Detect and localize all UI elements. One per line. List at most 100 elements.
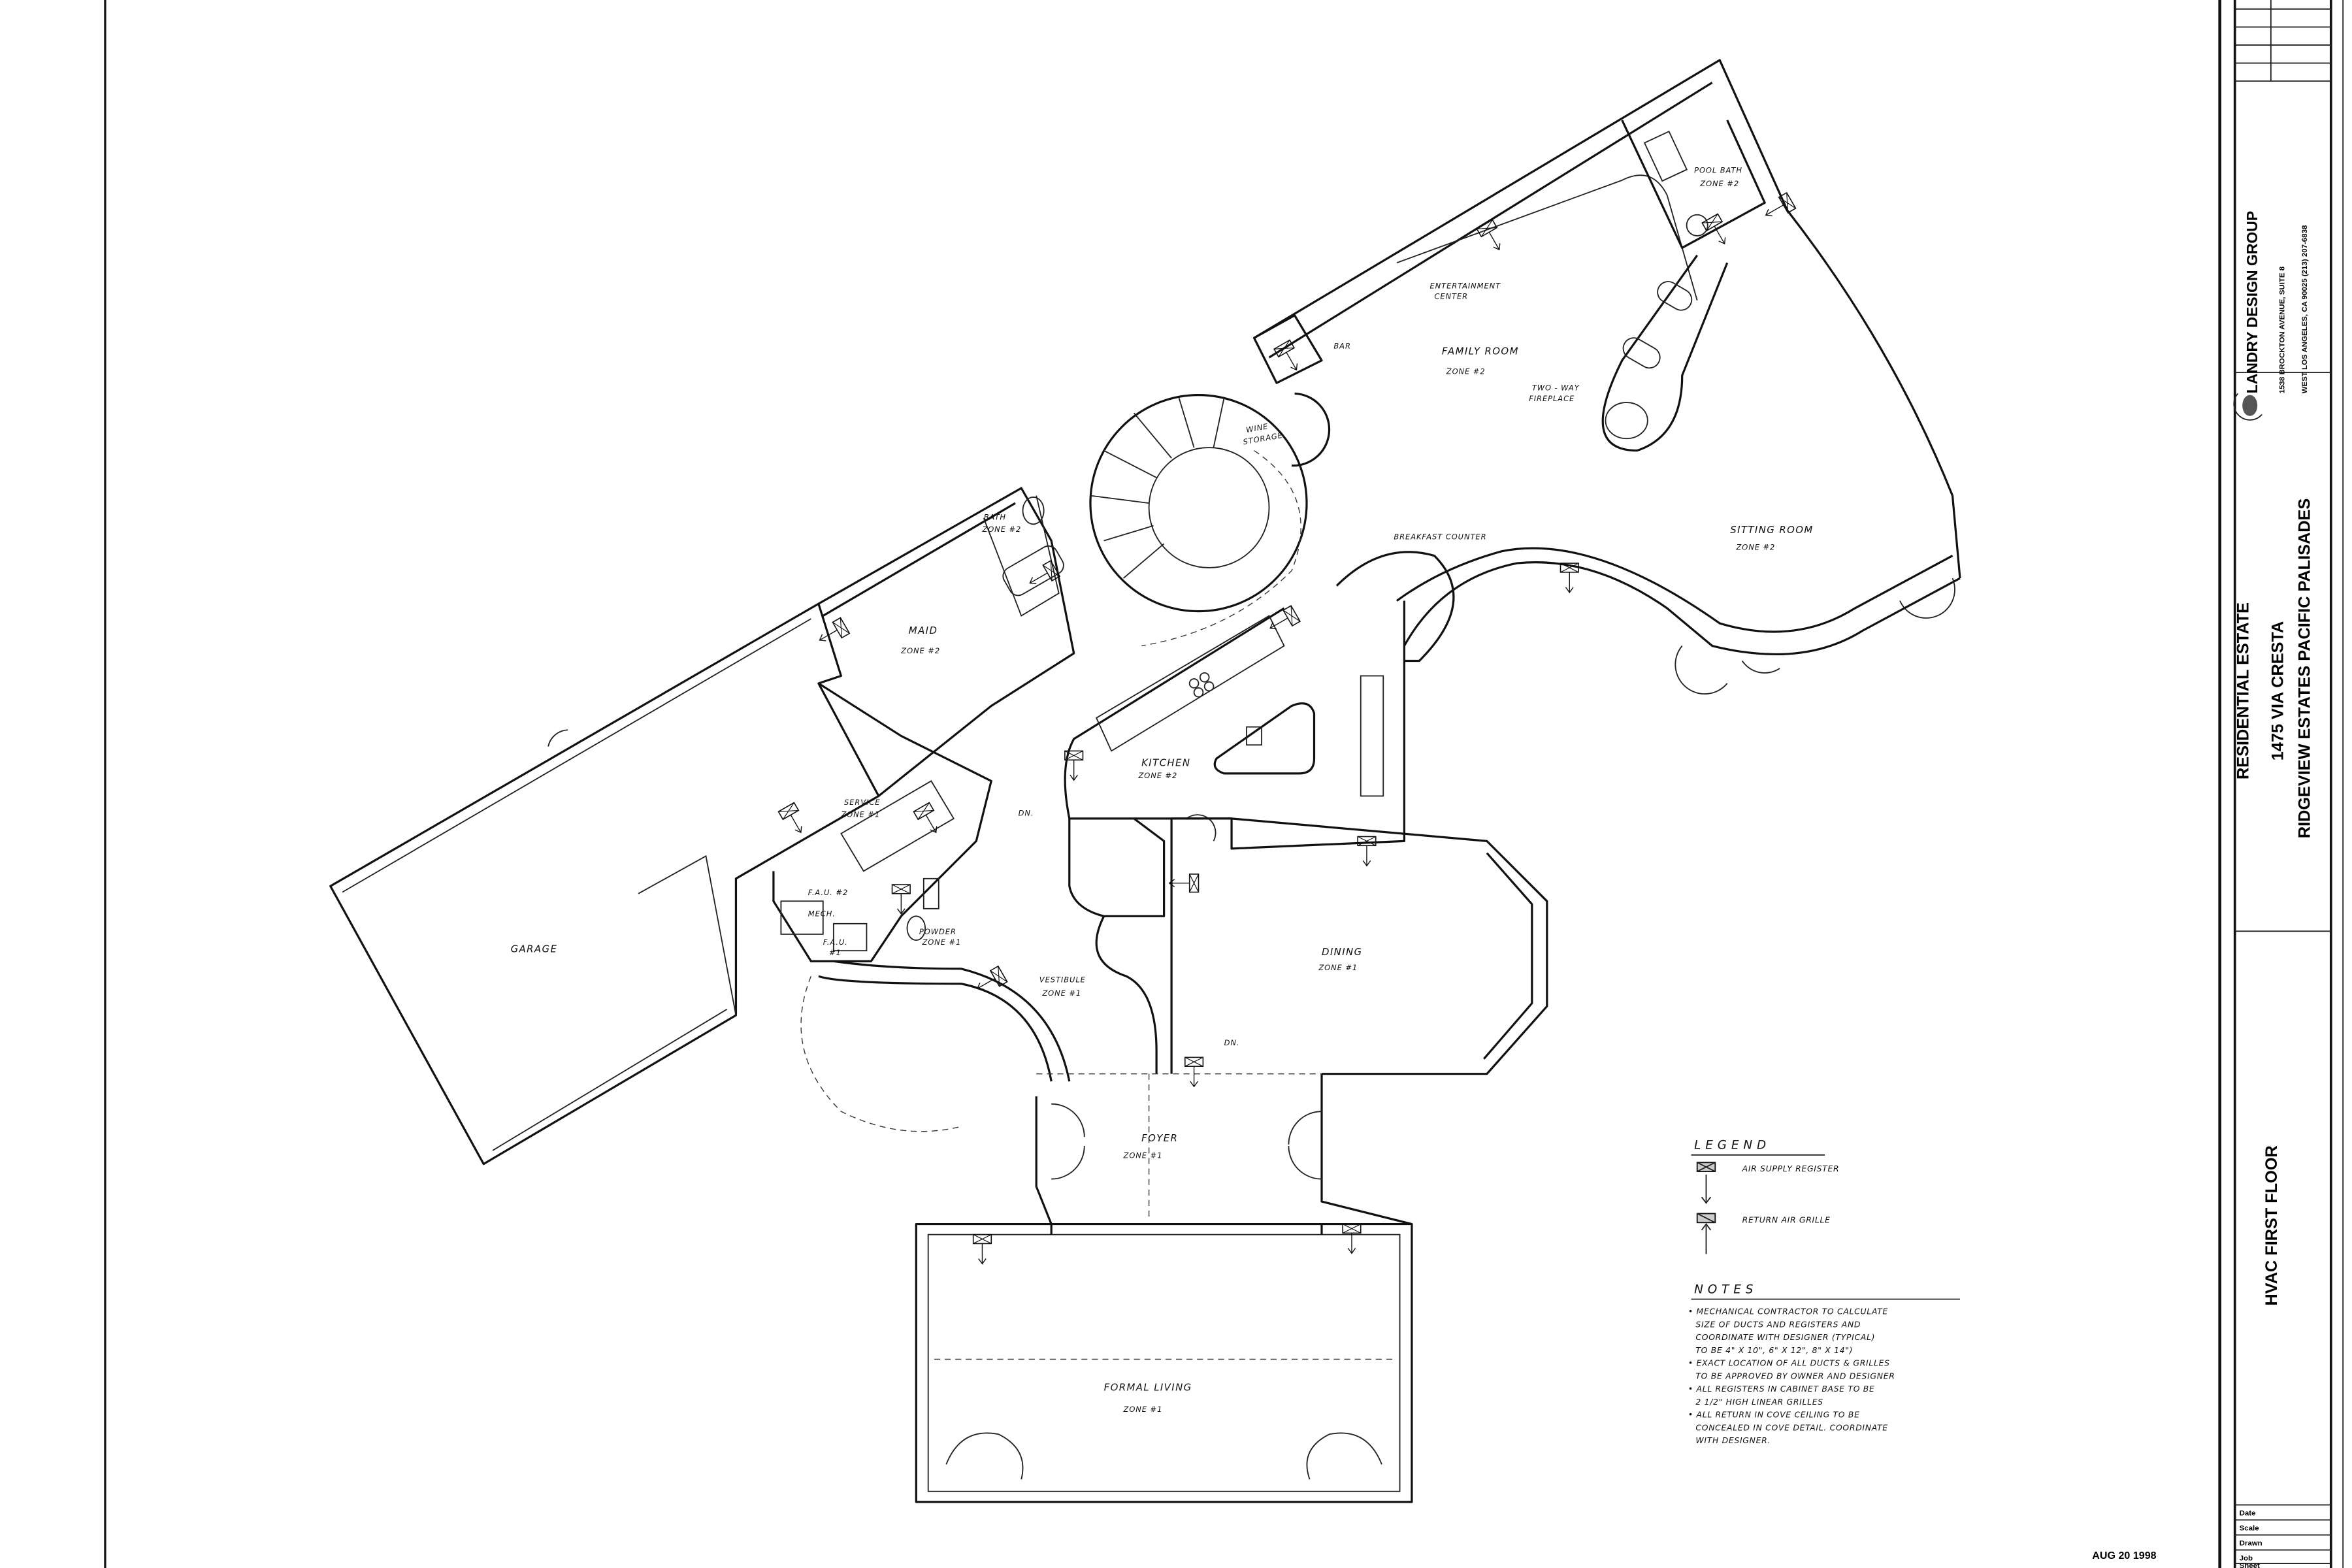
floor-plan xyxy=(329,59,1961,1503)
air-supply-register-icon xyxy=(1273,339,1298,371)
label-vestibule-zone: ZONE #1 xyxy=(1041,988,1081,998)
field-date: Date xyxy=(2240,1510,2256,1518)
label-family-zone: ZONE #2 xyxy=(1446,367,1486,376)
label-formal-living: FORMAL LIVING xyxy=(1104,1382,1192,1394)
note-line: 2 1/2" HIGH LINEAR GRILLES xyxy=(1695,1397,1823,1407)
legend-air-supply-label: AIR SUPPLY REGISTER xyxy=(1742,1164,1840,1173)
note-line: TO BE 4" X 10", 6" X 12", 8" X 14") xyxy=(1695,1345,1853,1355)
notes: NOTES • MECHANICAL CONTRACTOR TO CALCULA… xyxy=(1688,1282,1960,1445)
air-supply-register-icon xyxy=(891,884,911,915)
note-line: WITH DESIGNER. xyxy=(1695,1435,1771,1445)
note-line: • MECHANICAL CONTRACTOR TO CALCULATE xyxy=(1688,1306,1888,1316)
note-line: COORDINATE WITH DESIGNER (TYPICAL) xyxy=(1695,1332,1875,1342)
field-scale: Scale xyxy=(2240,1525,2259,1533)
label-kitchen-zone: ZONE #2 xyxy=(1138,771,1178,780)
air-supply-register-icon xyxy=(1765,191,1797,216)
project-address: 1475 VIA CRESTA xyxy=(2268,621,2287,760)
legend-return-air-label: RETURN AIR GRILLE xyxy=(1742,1215,1831,1224)
label-family-room: FAMILY ROOM xyxy=(1442,346,1519,357)
label-sitting-room: SITTING ROOM xyxy=(1730,524,1813,536)
label-dn-1: DN. xyxy=(1019,808,1034,817)
date-stamp: AUG 20 1998 xyxy=(2092,1550,2156,1561)
label-powder: POWDER xyxy=(919,927,956,936)
air-supply-register-icon xyxy=(1357,836,1377,867)
note-line: • ALL REGISTERS IN CABINET BASE TO BE xyxy=(1688,1384,1875,1394)
firm-address-line-2: WEST LOS ANGELES, CA 90025 (213) 207-683… xyxy=(2301,225,2309,393)
note-line: TO BE APPROVED BY OWNER AND DESIGNER xyxy=(1695,1371,1895,1380)
label-wine: WINE xyxy=(1245,421,1269,434)
air-supply-register-icon xyxy=(1168,874,1200,893)
air-supply-register-icon xyxy=(1269,605,1301,630)
label-bath: BATH xyxy=(984,512,1006,521)
spiral-staircase xyxy=(1089,393,1308,647)
label-sitting-zone: ZONE #2 xyxy=(1735,542,1775,551)
room-labels: GARAGE MAID ZONE #2 BATH ZONE #2 WINE ST… xyxy=(511,165,1813,1414)
air-supply-register-icon xyxy=(1701,213,1726,245)
label-maid: MAID xyxy=(909,625,938,636)
air-supply-register-icon xyxy=(1476,219,1501,251)
label-foyer-zone: ZONE #1 xyxy=(1123,1151,1163,1160)
foyer-walls xyxy=(1035,1073,1413,1226)
legend-title: LEGEND xyxy=(1694,1139,1771,1152)
garage-walls xyxy=(329,602,880,1166)
return-air-grille-icon xyxy=(1696,1213,1716,1254)
air-supply-register-icon xyxy=(1696,1162,1716,1204)
air-supply-register-icon xyxy=(1064,750,1084,781)
label-entertainment-center: CENTER xyxy=(1434,291,1468,301)
field-job: Job xyxy=(2240,1555,2253,1563)
label-mech: MECH. xyxy=(808,909,836,918)
note-line: • ALL RETURN IN COVE CEILING TO BE xyxy=(1688,1410,1860,1420)
air-supply-register-icon xyxy=(1560,563,1579,594)
title-block: LANDRY DESIGN GROUP 1538 BROCKTON AVENUE… xyxy=(2233,0,2331,1568)
label-fireplace-1: TWO - WAY xyxy=(1532,384,1580,393)
legend: LEGEND AIR SUPPLY REGISTER RETURN AIR GR… xyxy=(1691,1139,1840,1254)
label-kitchen: KITCHEN xyxy=(1141,757,1190,768)
air-supply-register-icon xyxy=(819,617,851,642)
label-foyer: FOYER xyxy=(1141,1132,1178,1144)
label-powder-zone: ZONE #1 xyxy=(921,938,961,947)
formal-living-walls xyxy=(915,1222,1413,1503)
air-supply-register-icon xyxy=(1342,1223,1362,1254)
air-supply-register-icon xyxy=(913,802,938,834)
note-line: • EXACT LOCATION OF ALL DUCTS & GRILLES xyxy=(1688,1358,1890,1368)
label-fau-1-number: #1 xyxy=(829,948,841,957)
project-location: RIDGEVIEW ESTATES PACIFIC PALISADES xyxy=(2296,498,2314,838)
label-dn-2: DN. xyxy=(1224,1038,1240,1047)
label-entertainment: ENTERTAINMENT xyxy=(1430,281,1501,290)
air-supply-register-icon xyxy=(777,802,802,834)
label-dining: DINING xyxy=(1322,946,1363,958)
sheet-title: HVAC FIRST FLOOR xyxy=(2262,1145,2281,1305)
label-vestibule: VESTIBULE xyxy=(1039,975,1086,984)
label-dining-zone: ZONE #1 xyxy=(1318,963,1358,972)
label-fireplace-2: FIREPLACE xyxy=(1529,394,1575,403)
label-maid-zone: ZONE #2 xyxy=(900,646,940,655)
air-supply-registers xyxy=(777,191,1797,1265)
label-breakfast-counter: BREAKFAST COUNTER xyxy=(1394,532,1486,541)
note-line: SIZE OF DUCTS AND REGISTERS AND xyxy=(1695,1319,1861,1329)
air-supply-register-icon xyxy=(976,965,1008,990)
note-line: CONCEALED IN COVE DETAIL. COORDINATE xyxy=(1695,1422,1887,1432)
air-supply-register-icon xyxy=(1184,1056,1204,1088)
label-pool-bath-zone: ZONE #2 xyxy=(1699,179,1739,188)
label-garage: GARAGE xyxy=(511,943,558,955)
project-name: RESIDENTIAL ESTATE xyxy=(2234,602,2252,779)
sheet-border xyxy=(104,0,2344,1568)
notes-title: NOTES xyxy=(1694,1282,1757,1296)
label-service: SERVICE xyxy=(844,798,880,807)
air-supply-register-icon xyxy=(1029,560,1061,585)
firm-name: LANDRY DESIGN GROUP xyxy=(2244,211,2261,393)
label-fau-2: F.A.U. #2 xyxy=(808,888,848,897)
label-formal-zone: ZONE #1 xyxy=(1123,1405,1163,1414)
field-sheet: Sheet xyxy=(2240,1562,2260,1568)
field-drawn: Drawn xyxy=(2240,1540,2262,1548)
label-bath-zone: ZONE #2 xyxy=(981,525,1021,534)
label-pool-bath: POOL BATH xyxy=(1694,165,1742,174)
kitchen-walls xyxy=(1064,607,1406,850)
air-supply-register-icon xyxy=(972,1233,992,1265)
firm-address-line-1: 1538 BROCKTON AVENUE, SUITE 8 xyxy=(2279,266,2287,393)
label-bar: BAR xyxy=(1333,341,1350,350)
label-service-zone: ZONE #1 xyxy=(840,810,880,819)
label-fau-1: F.A.U. xyxy=(823,938,848,947)
dining-walls xyxy=(1171,817,1548,1075)
